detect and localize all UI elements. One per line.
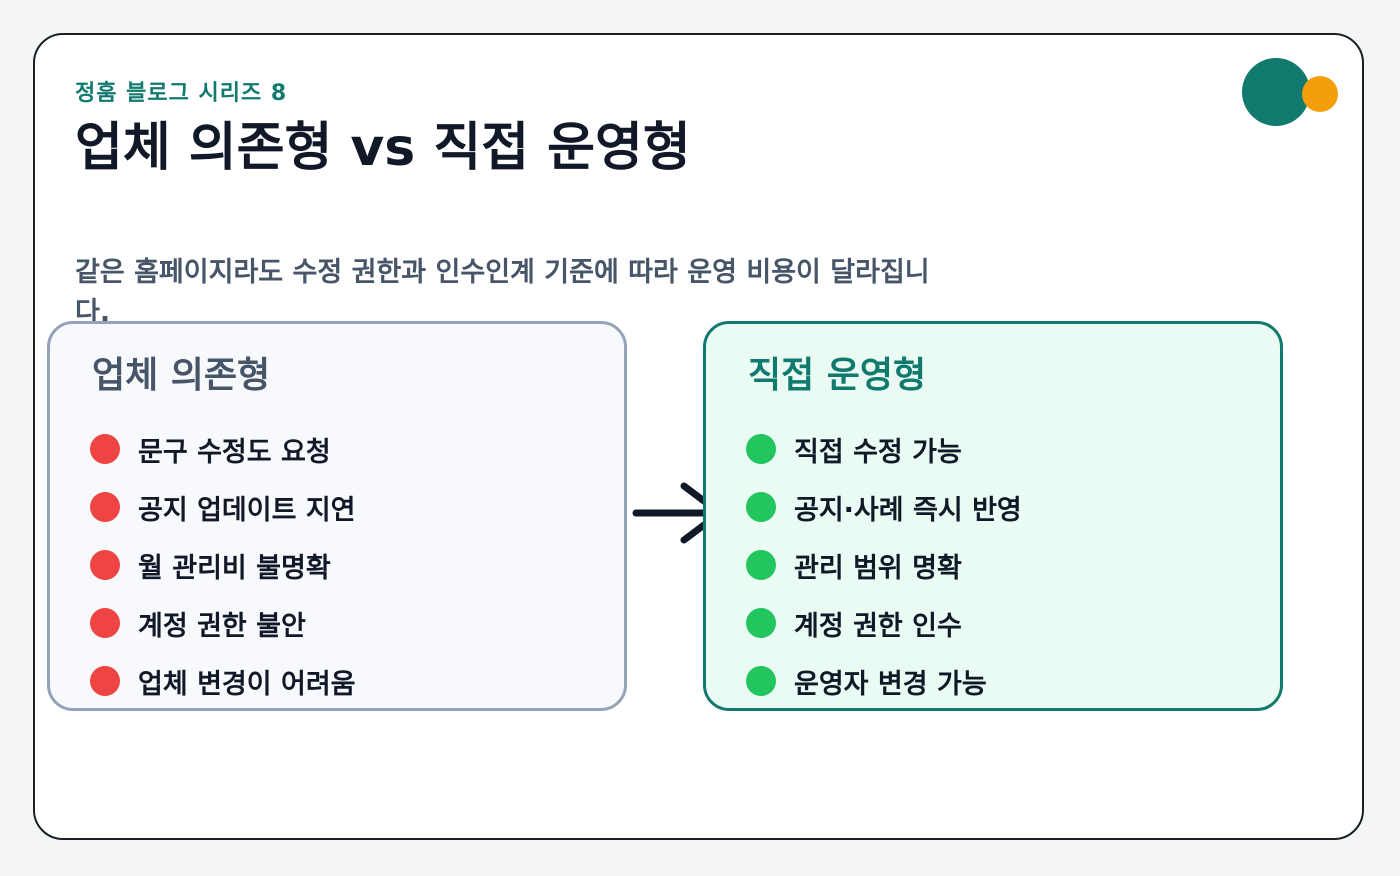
- subtitle: 같은 홈페이지라도 수정 권한과 인수인계 기준에 따라 운영 비용이 달라집니…: [75, 257, 930, 328]
- vendor-dependent-title: 업체 의존형: [92, 355, 271, 396]
- list-item: 공지 업데이트 지연: [90, 478, 356, 536]
- list-item: 관리 범위 명확: [746, 536, 1022, 594]
- self-managed-title: 직접 운영형: [748, 355, 927, 396]
- list-item-label: 계정 권한 불안: [138, 610, 306, 642]
- list-item-label: 계정 권한 인수: [794, 610, 962, 642]
- list-item-label: 문구 수정도 요청: [138, 436, 331, 468]
- green-dot-icon: [746, 550, 776, 580]
- list-item-label: 직접 수정 가능: [794, 436, 962, 468]
- list-item: 공지·사례 즉시 반영: [746, 478, 1022, 536]
- vendor-dependent-panel: 업체 의존형 문구 수정도 요청 공지 업데이트 지연 월 관리비 불명확 계정…: [47, 321, 627, 711]
- green-dot-icon: [746, 666, 776, 696]
- series-label: 정훔 블로그 시리즈 8: [75, 81, 288, 106]
- logo-circle-orange: [1302, 76, 1338, 112]
- list-item: 계정 권한 불안: [90, 594, 356, 652]
- list-item: 계정 권한 인수: [746, 594, 1022, 652]
- vendor-dependent-list: 문구 수정도 요청 공지 업데이트 지연 월 관리비 불명확 계정 권한 불안 …: [90, 420, 356, 710]
- self-managed-panel: 직접 운영형 직접 수정 가능 공지·사례 즉시 반영 관리 범위 명확 계정 …: [703, 321, 1283, 711]
- red-dot-icon: [90, 434, 120, 464]
- brand-logo-icon: [1242, 58, 1342, 128]
- list-item: 월 관리비 불명확: [90, 536, 356, 594]
- list-item-label: 월 관리비 불명확: [138, 552, 331, 584]
- list-item: 운영자 변경 가능: [746, 652, 1022, 710]
- list-item-label: 운영자 변경 가능: [794, 668, 987, 700]
- list-item-label: 업체 변경이 어려움: [138, 668, 356, 700]
- red-dot-icon: [90, 492, 120, 522]
- red-dot-icon: [90, 666, 120, 696]
- logo-circle-green: [1242, 58, 1310, 126]
- self-managed-list: 직접 수정 가능 공지·사례 즉시 반영 관리 범위 명확 계정 권한 인수 운…: [746, 420, 1022, 710]
- list-item-label: 공지·사례 즉시 반영: [794, 494, 1022, 526]
- list-item: 업체 변경이 어려움: [90, 652, 356, 710]
- green-dot-icon: [746, 608, 776, 638]
- red-dot-icon: [90, 550, 120, 580]
- list-item: 문구 수정도 요청: [90, 420, 356, 478]
- list-item-label: 관리 범위 명확: [794, 552, 962, 584]
- green-dot-icon: [746, 434, 776, 464]
- list-item-label: 공지 업데이트 지연: [138, 494, 356, 526]
- list-item: 직접 수정 가능: [746, 420, 1022, 478]
- page-title: 업체 의존형 vs 직접 운영형: [75, 118, 691, 178]
- red-dot-icon: [90, 608, 120, 638]
- green-dot-icon: [746, 492, 776, 522]
